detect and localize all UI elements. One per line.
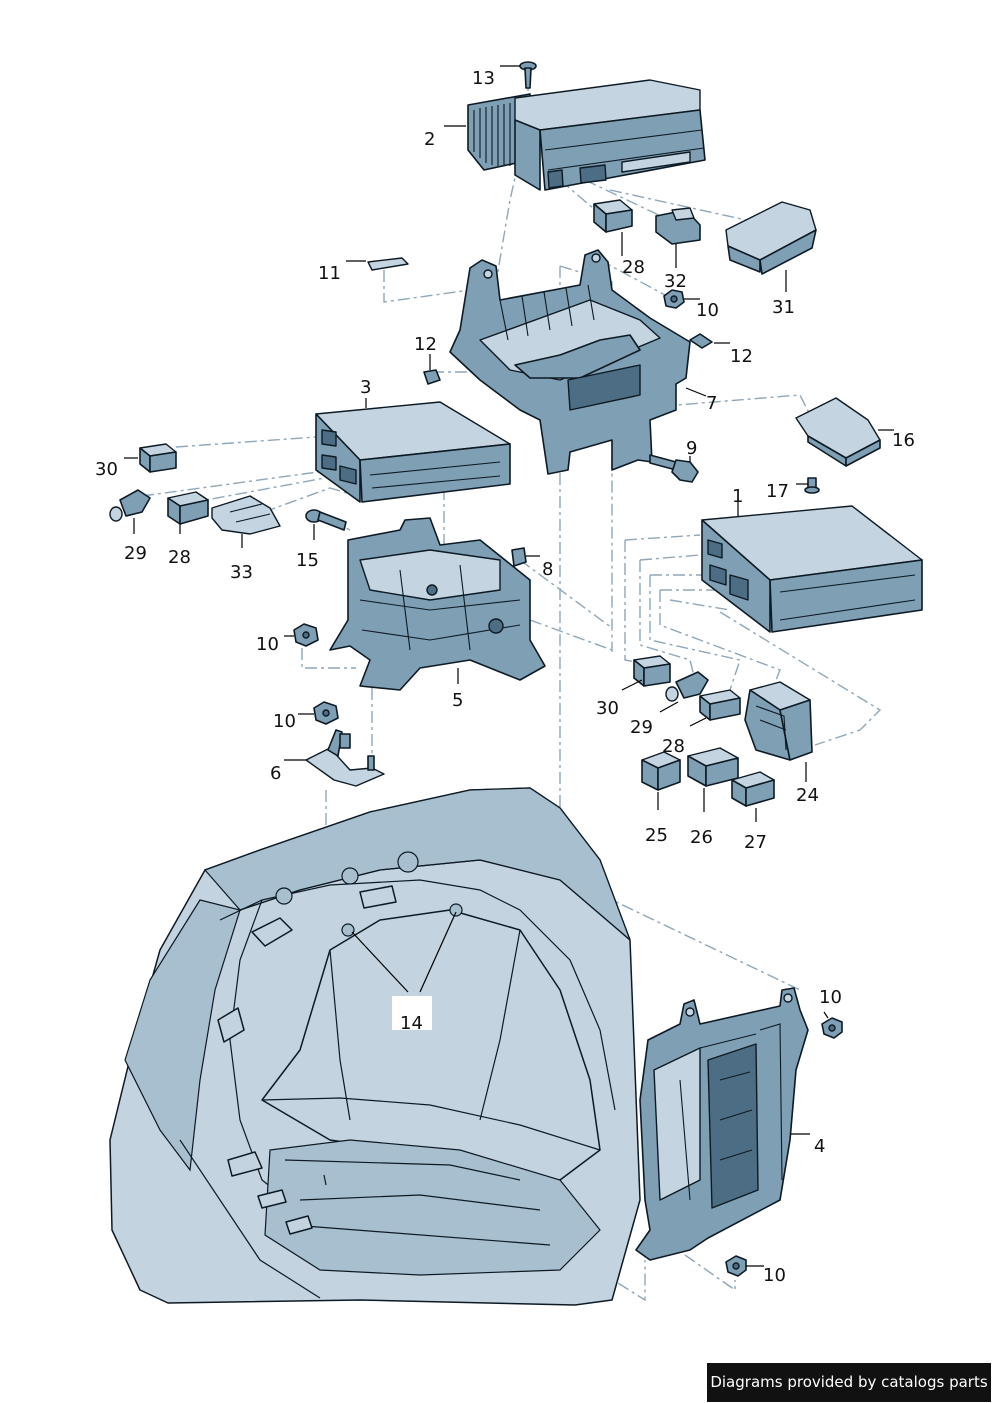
part-6-bracket bbox=[305, 729, 385, 787]
part-30-connector-right bbox=[633, 655, 671, 687]
callout-33: 33 bbox=[230, 562, 253, 583]
callout-10: 10 bbox=[273, 711, 296, 732]
part-1-module bbox=[701, 505, 923, 633]
callout-27: 27 bbox=[744, 832, 767, 853]
part-10-nut-left bbox=[293, 623, 319, 647]
part-15-bolt bbox=[305, 509, 347, 531]
callout-10: 10 bbox=[696, 300, 719, 321]
part-12-clip-left bbox=[423, 369, 441, 385]
part-10-nut-right-upper bbox=[821, 1017, 843, 1039]
part-27-connector bbox=[731, 771, 775, 807]
part-29-connector-left bbox=[109, 489, 151, 522]
part-13-screw bbox=[519, 61, 537, 89]
callout-15: 15 bbox=[296, 550, 319, 571]
callout-31: 31 bbox=[772, 297, 795, 318]
callout-17: 17 bbox=[766, 481, 789, 502]
part-32-connector bbox=[655, 207, 701, 245]
callout-28: 28 bbox=[168, 547, 191, 568]
part-30-connector-left bbox=[139, 443, 177, 473]
callout-8: 8 bbox=[542, 559, 553, 580]
callout-13: 13 bbox=[472, 68, 495, 89]
part-4-bracket bbox=[635, 987, 809, 1261]
callout-10: 10 bbox=[256, 634, 279, 655]
part-28-connector-right bbox=[699, 689, 741, 721]
callout-12: 12 bbox=[730, 346, 753, 367]
part-26-connector bbox=[687, 747, 739, 787]
part-5-carrier bbox=[329, 517, 546, 691]
part-33-cover bbox=[211, 495, 281, 535]
callout-11: 11 bbox=[318, 263, 341, 284]
part-10-nut-bottom bbox=[725, 1255, 747, 1277]
part-25-connector bbox=[641, 751, 681, 791]
part-10-nut-top bbox=[663, 289, 685, 309]
callout-labels: 13 2 11 28 32 10 31 12 12 3 7 9 16 30 17… bbox=[95, 68, 915, 1286]
callout-10: 10 bbox=[763, 1265, 786, 1286]
callout-6: 6 bbox=[270, 763, 281, 784]
part-24-connector bbox=[744, 681, 813, 761]
attribution-footer: Diagrams provided by catalogs parts bbox=[707, 1363, 991, 1402]
callout-12: 12 bbox=[414, 334, 437, 355]
callout-10: 10 bbox=[819, 987, 842, 1008]
callout-24: 24 bbox=[796, 785, 819, 806]
callout-9: 9 bbox=[686, 438, 697, 459]
callout-30: 30 bbox=[596, 698, 619, 719]
callout-29: 29 bbox=[124, 543, 147, 564]
trunk-body bbox=[109, 787, 641, 1306]
part-28-connector-top bbox=[593, 199, 633, 233]
callout-14: 14 bbox=[400, 1013, 423, 1034]
callout-26: 26 bbox=[690, 827, 713, 848]
callout-16: 16 bbox=[892, 430, 915, 451]
callout-28: 28 bbox=[662, 736, 685, 757]
callout-32: 32 bbox=[664, 271, 687, 292]
part-12-clip-right bbox=[689, 333, 713, 349]
part-29-connector-right bbox=[665, 671, 709, 702]
part-11-label bbox=[367, 257, 409, 271]
callout-2: 2 bbox=[424, 129, 435, 150]
part-31-connector bbox=[725, 201, 817, 275]
callout-29: 29 bbox=[630, 717, 653, 738]
part-2-control-unit bbox=[467, 79, 706, 191]
leader-lines bbox=[124, 65, 894, 1267]
part-28-connector-left bbox=[167, 491, 209, 525]
callout-1: 1 bbox=[732, 486, 743, 507]
callout-25: 25 bbox=[645, 825, 668, 846]
part-9-bolt bbox=[649, 454, 699, 483]
callout-5: 5 bbox=[452, 690, 463, 711]
part-3-module bbox=[315, 401, 511, 503]
part-8-clip bbox=[511, 547, 527, 567]
part-10-nut-mid bbox=[313, 701, 339, 725]
part-16-cover bbox=[795, 397, 881, 467]
part-7-bracket bbox=[449, 249, 691, 475]
callout-28: 28 bbox=[622, 257, 645, 278]
callout-4: 4 bbox=[814, 1136, 825, 1157]
assembly-lines bbox=[141, 72, 882, 1302]
callout-30: 30 bbox=[95, 459, 118, 480]
callout-3: 3 bbox=[360, 377, 371, 398]
part-17-bolt bbox=[804, 477, 820, 494]
callout-7: 7 bbox=[706, 393, 717, 414]
label-14-box bbox=[392, 996, 432, 1030]
